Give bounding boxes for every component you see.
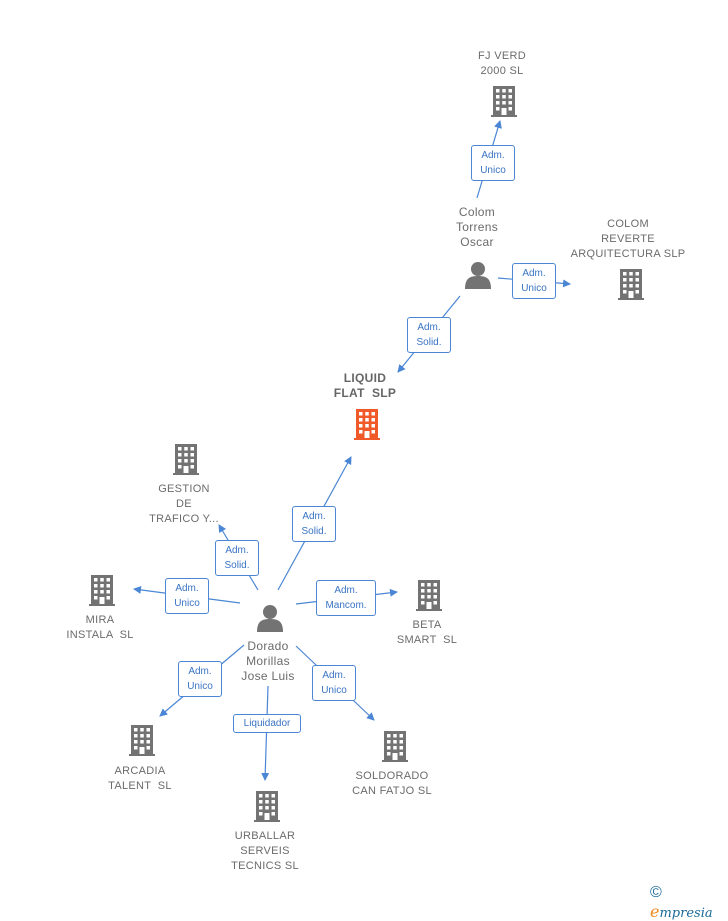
building-icon-beta[interactable] <box>416 580 442 611</box>
edge-dorado-urballar <box>261 685 270 781</box>
company-label-mira[interactable]: MIRA INSTALA SL <box>66 614 134 641</box>
edge-label-dorado-soldorado[interactable]: Adm. Unico <box>312 665 356 701</box>
company-label-arcadia[interactable]: ARCADIA TALENT SL <box>108 765 172 792</box>
building-icon-liquid-flat[interactable] <box>354 409 380 440</box>
building-icon-mira[interactable] <box>89 575 115 606</box>
company-label-fj-verd[interactable]: FJ VERD 2000 SL <box>478 50 526 77</box>
person-label-dorado[interactable]: Dorado Morillas Jose Luis <box>241 639 295 683</box>
company-label-beta[interactable]: BETA SMART SL <box>396 619 458 646</box>
company-label-liquid-flat[interactable]: LIQUID FLAT SLP <box>333 371 397 400</box>
edge-label-colom-fjverd[interactable]: Adm. Unico <box>471 145 515 181</box>
edge-label-dorado-liquid[interactable]: Adm. Solid. <box>292 506 336 542</box>
person-label-colom[interactable]: Colom Torrens Oscar <box>455 205 499 249</box>
copyright-icon: © <box>650 884 662 901</box>
company-label-soldorado[interactable]: SOLDORADO CAN FATJO SL <box>352 770 432 797</box>
company-label-gestion[interactable]: GESTION DE TRAFICO Y... <box>149 483 219 525</box>
company-label-urballar[interactable]: URBALLAR SERVEIS TECNICS SL <box>231 830 299 872</box>
building-icon-colom-reverte[interactable] <box>618 269 644 300</box>
empresia-logo[interactable]: © empresia <box>650 884 713 921</box>
building-icon-urballar[interactable] <box>254 791 280 822</box>
edge-label-colom-liquid[interactable]: Adm. Solid. <box>407 317 451 353</box>
edge-label-dorado-urballar[interactable]: Liquidador <box>233 714 301 733</box>
building-icon-fj-verd[interactable] <box>491 86 517 117</box>
person-icon-dorado[interactable] <box>257 605 283 632</box>
company-label-colom-reverte[interactable]: COLOM REVERTE ARQUITECTURA SLP <box>570 218 686 260</box>
building-icon-soldorado[interactable] <box>382 731 408 762</box>
edge-label-dorado-gestion[interactable]: Adm. Solid. <box>215 540 259 576</box>
edge-label-dorado-mira[interactable]: Adm. Unico <box>165 578 209 614</box>
person-icon-colom[interactable] <box>465 262 491 289</box>
edge-label-colom-reverte[interactable]: Adm. Unico <box>512 263 556 299</box>
building-icon-arcadia[interactable] <box>129 725 155 756</box>
edge-label-dorado-beta[interactable]: Adm. Mancom. <box>316 580 376 616</box>
building-icon-gestion[interactable] <box>173 444 199 475</box>
edge-label-dorado-arcadia[interactable]: Adm. Unico <box>178 661 222 697</box>
